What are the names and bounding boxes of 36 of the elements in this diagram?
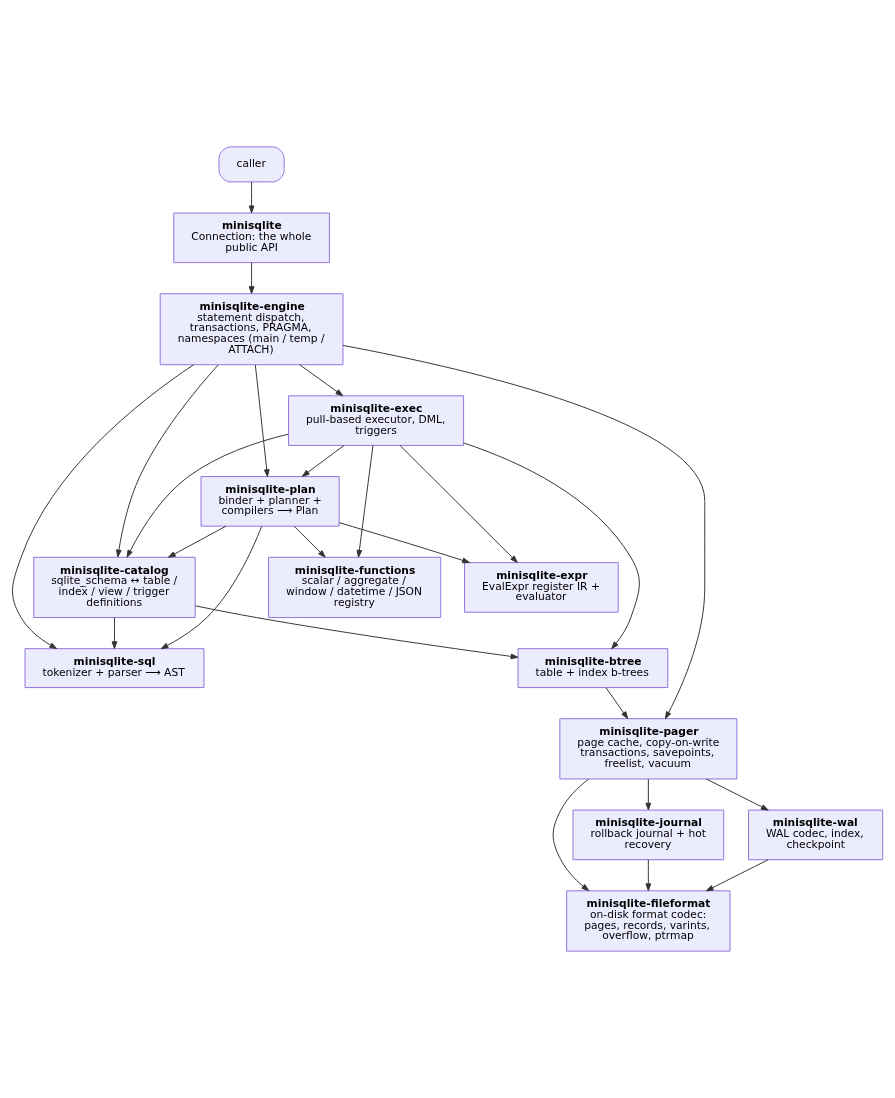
arrow — [254, 364, 270, 477]
arrow — [126, 433, 289, 558]
arrow — [248, 262, 255, 294]
arrow — [342, 344, 706, 720]
arrow — [338, 522, 470, 564]
arrow — [293, 525, 326, 558]
node-box: minisqlite-sql tokenizer + parser ⟶ AST — [24, 648, 205, 689]
node-box: minisqlite-exec pull-based executor, DML, triggers — [288, 395, 465, 446]
arrow — [399, 445, 518, 563]
arrow — [248, 181, 255, 214]
node-box: minisqlite-engine statement dispatch, transactions, PRAGMA, namespaces (main / temp / ATTACH) — [159, 293, 344, 366]
node-box: minisqlite Connection: the whole public API — [173, 212, 330, 264]
node-box: minisqlite-fileformat on-disk format codec: pages, records, varints, overflow, ptrmap — [566, 890, 731, 952]
node-box: minisqlite-pager page cache, copy-on-write transactions, savepoints, freelist, vacuum — [559, 718, 738, 780]
node-box: minisqlite-expr EvalExpr register IR + evaluator — [464, 562, 619, 613]
arrow — [301, 444, 345, 477]
arrow — [356, 445, 374, 558]
arrow — [167, 525, 227, 558]
arrow — [705, 859, 769, 892]
node-box: minisqlite-plan binder + planner + compilers ⟶ Plan — [200, 476, 340, 527]
arrow — [194, 605, 519, 660]
arrow — [705, 778, 769, 811]
arrow — [116, 364, 219, 558]
arrow — [160, 526, 263, 650]
node-box: minisqlite-functions scalar / aggregate / window / datetime / JSON registry — [268, 556, 442, 619]
arrow — [111, 617, 118, 650]
node-box: minisqlite-catalog sqlite_schema ↔ table / index / view / trigger definitions — [33, 556, 196, 619]
arrow — [645, 778, 652, 811]
node-box: minisqlite-wal WAL codec, index, checkpoint — [748, 809, 884, 861]
arrow — [605, 687, 629, 720]
arrow — [645, 859, 652, 892]
node-box: minisqlite-journal rollback journal + hot recovery — [572, 809, 725, 861]
arrow — [552, 778, 590, 892]
node-box: minisqlite-btree table + index b-trees — [517, 648, 669, 689]
arrow — [299, 364, 344, 397]
node-box: caller — [218, 146, 285, 183]
